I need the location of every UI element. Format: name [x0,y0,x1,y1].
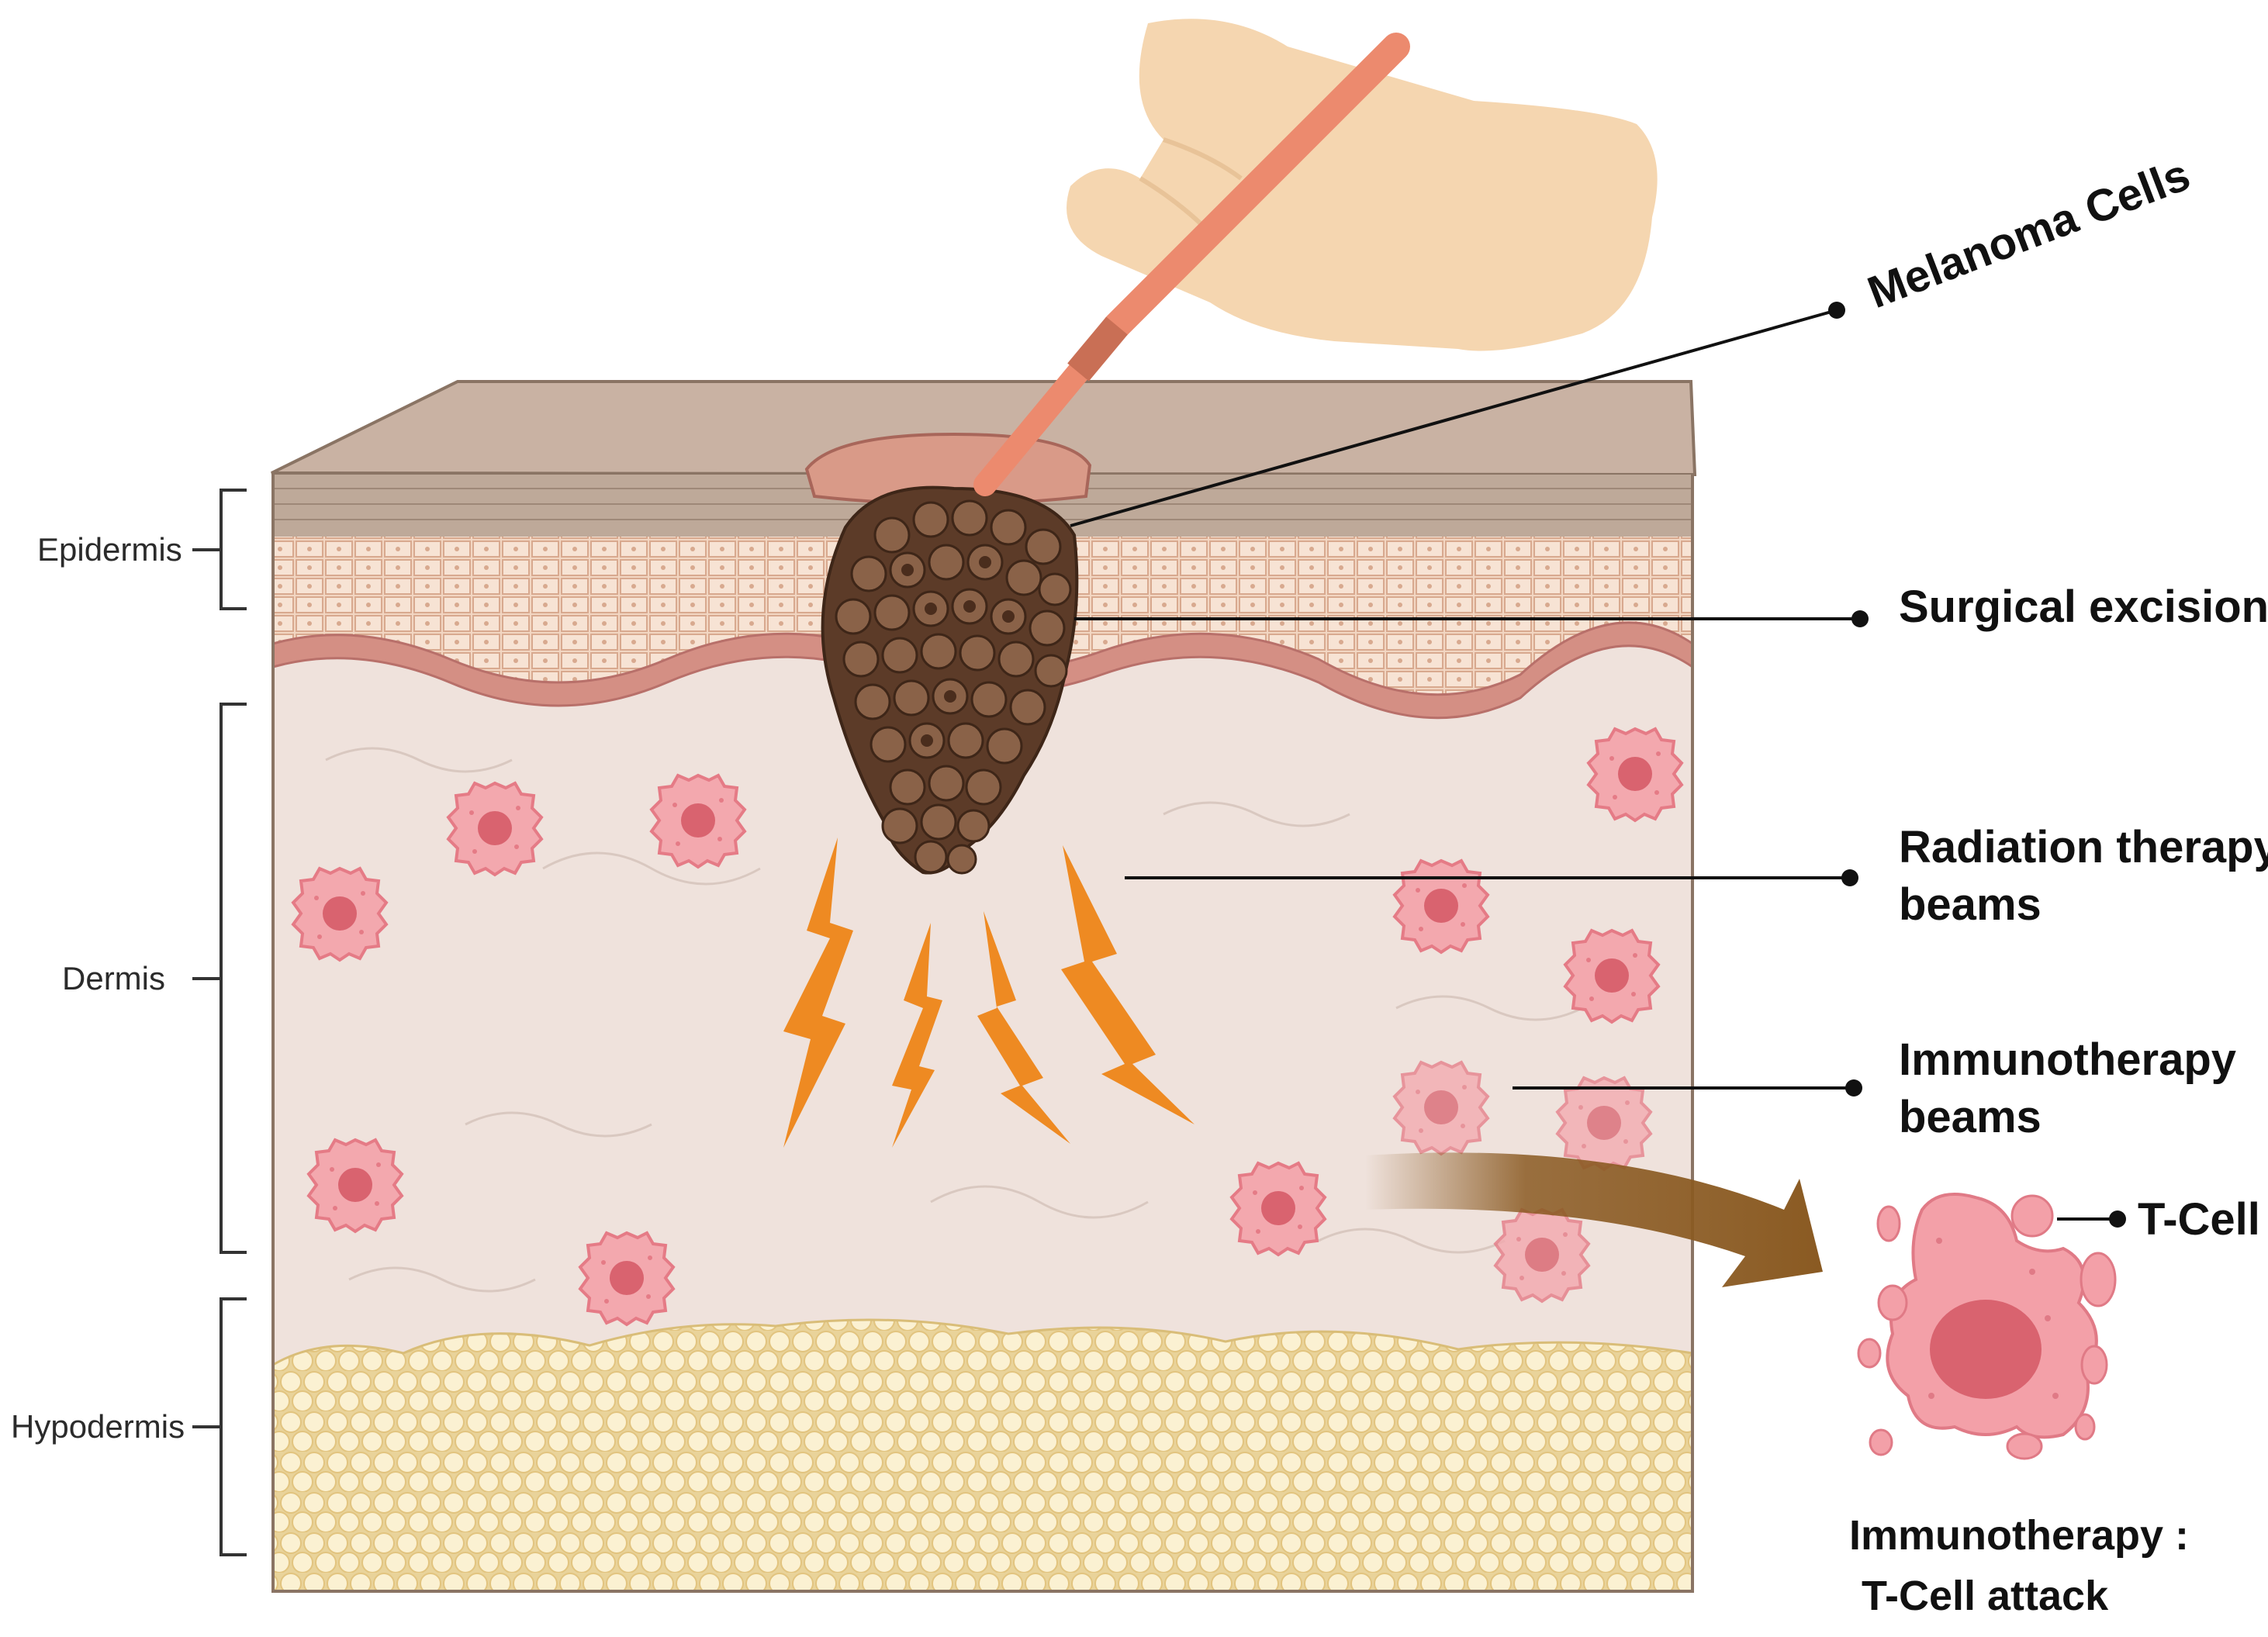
t-cell-attack-illustration [1857,1193,2117,1460]
t-cell-attack-label-line1: Immunotherapy : [1849,1512,2189,1559]
immunotherapy-label-line2: beams [1899,1092,2042,1142]
immune-cell-icon [1587,727,1683,822]
lightning-icon [977,911,1070,1144]
t-cell-icon [2010,1194,2054,1238]
lightning-icon [783,837,853,1148]
dermis-fibers [325,747,1583,1293]
immune-cell-icon [292,867,388,962]
melanoma-tumor [821,485,1079,875]
callout-dots [1828,302,2126,1228]
immune-cell-icon [579,1231,675,1326]
immune-cell-icon [307,1138,403,1233]
radiation-therapy-label-line1: Radiation therapy [1899,822,2268,872]
hypodermis-label: Hypodermis [11,1408,185,1445]
immune-cell-icon [650,774,746,869]
immune-cell-icon [1564,929,1660,1024]
t-cell-label: T-Cell [2138,1194,2260,1245]
immunotherapy-label-line1: Immunotherapy [1899,1034,2236,1085]
immune-cell-icon [1556,1076,1652,1171]
immune-cell-icon [1230,1162,1326,1256]
lightning-icon [892,923,942,1148]
immune-cell-icon [1393,859,1489,954]
lightning-icon [1061,845,1195,1124]
t-cell-attack-label-line2: T-Cell attack [1862,1573,2109,1619]
immune-cell-icon [1494,1208,1590,1303]
dermis-label: Dermis [62,960,165,996]
callout-lines [1070,309,2118,1221]
layer-brackets [192,489,247,1556]
radiation-lightning [783,837,1195,1148]
melanoma-cells-label: Melanoma Cells [1861,149,2197,318]
immune-cell-icon [1393,1061,1489,1155]
curved-arrow-icon [1365,1152,1823,1287]
epidermis-label: Epidermis [37,531,182,568]
surgical-excision-label: Surgical excision [1899,582,2268,632]
immune-cell-icon [447,782,543,876]
scalpel-icon [973,33,1410,496]
hypodermis-layer [271,1318,1694,1593]
radiation-therapy-label-line2: beams [1899,879,2042,930]
